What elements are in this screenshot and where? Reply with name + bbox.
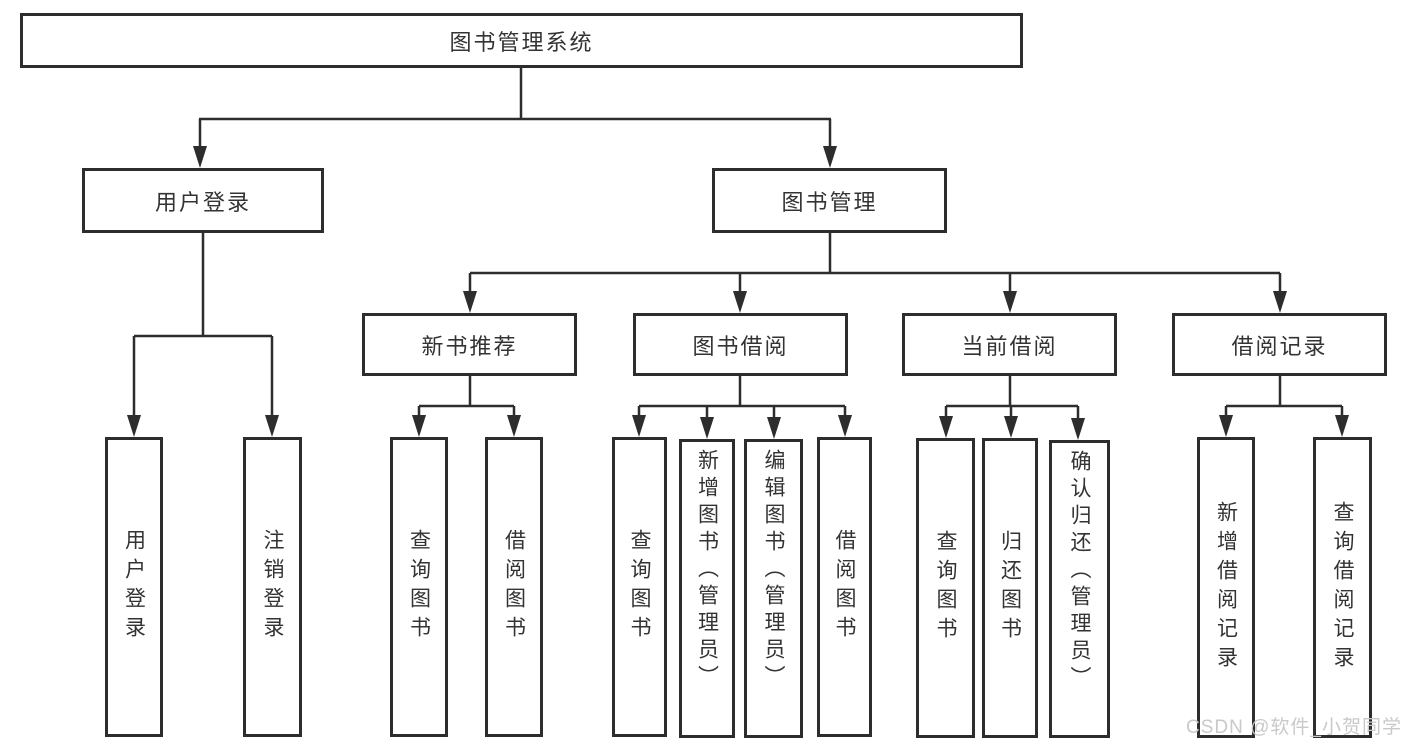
- leaf-query-books-recommend: 查询图书: [390, 437, 448, 737]
- node-label: 新增图书（管理员）: [695, 449, 719, 692]
- node-book-borrowing: 图书借阅: [633, 313, 848, 376]
- node-label: 图书管理系统: [449, 29, 594, 55]
- node-label: 查询图书: [628, 529, 651, 645]
- leaf-add-book-admin: 新增图书（管理员）: [679, 439, 735, 738]
- node-label: 借阅图书: [502, 529, 526, 645]
- node-label: 用户登录: [122, 529, 146, 645]
- node-label: 编辑图书（管理员）: [762, 449, 785, 692]
- node-label: 用户登录: [154, 189, 251, 215]
- node-label: 查询图书: [407, 529, 431, 645]
- node-label: 借阅记录: [1231, 333, 1328, 359]
- leaf-borrow-books-borrowing: 借阅图书: [817, 437, 872, 737]
- node-label: 图书借阅: [692, 333, 789, 359]
- arrowheads: [127, 146, 1349, 440]
- node-label: 确认归还（管理员）: [1068, 450, 1091, 693]
- leaf-add-borrow-record: 新增借阅记录: [1197, 437, 1255, 738]
- node-label: 新书推荐: [421, 333, 518, 359]
- leaf-query-borrow-record: 查询借阅记录: [1313, 437, 1372, 738]
- node-label: 新增借阅记录: [1214, 500, 1238, 675]
- leaf-query-books-current: 查询图书: [916, 438, 975, 738]
- node-label: 查询图书: [934, 530, 957, 646]
- leaf-logout: 注销登录: [243, 437, 302, 737]
- node-label: 归还图书: [998, 530, 1022, 646]
- node-label: 图书管理: [781, 189, 878, 215]
- node-label: 当前借阅: [961, 333, 1058, 359]
- node-user-login: 用户登录: [82, 168, 324, 233]
- node-new-book-recommend: 新书推荐: [362, 313, 577, 376]
- node-borrow-records: 借阅记录: [1172, 313, 1387, 376]
- node-label: 借阅图书: [833, 529, 856, 645]
- leaf-user-login: 用户登录: [105, 437, 163, 737]
- leaf-borrow-books-recommend: 借阅图书: [485, 437, 543, 737]
- leaf-confirm-return-admin: 确认归还（管理员）: [1049, 440, 1110, 738]
- node-library-system: 图书管理系统: [20, 13, 1023, 68]
- leaf-return-books: 归还图书: [982, 438, 1038, 738]
- node-current-borrowing: 当前借阅: [902, 313, 1117, 376]
- leaf-edit-book-admin: 编辑图书（管理员）: [744, 439, 803, 738]
- node-book-management: 图书管理: [712, 168, 947, 233]
- leaf-query-books-borrowing: 查询图书: [612, 437, 667, 737]
- node-label: 查询借阅记录: [1331, 500, 1354, 675]
- node-label: 注销登录: [261, 529, 284, 645]
- csdn-watermark: CSDN @软件_小贺同学: [1186, 717, 1402, 738]
